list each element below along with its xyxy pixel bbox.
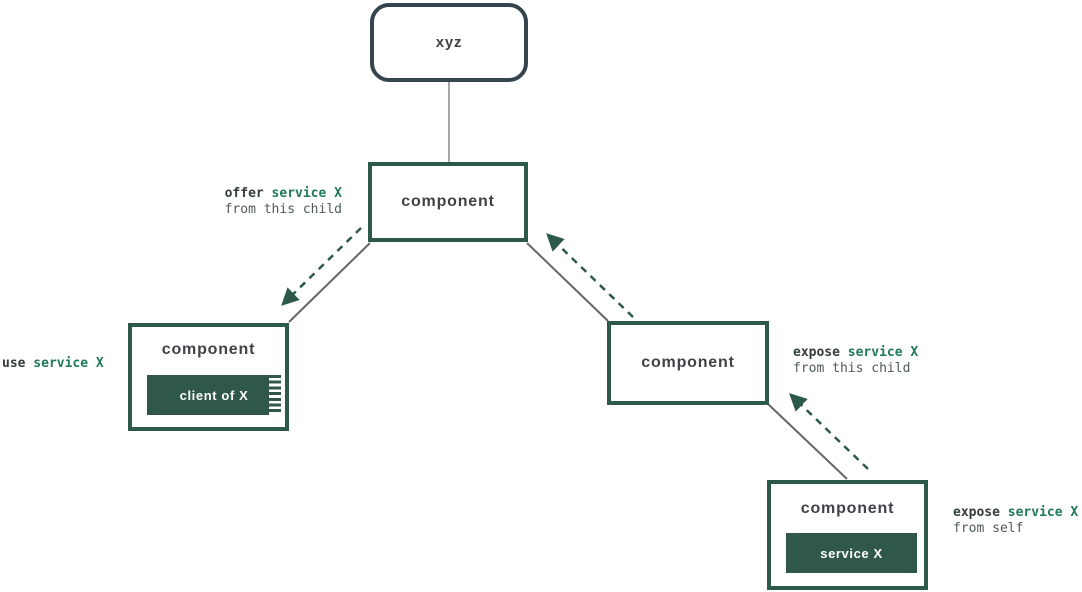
edge-parent-to-left-child <box>288 242 371 323</box>
node-parent-label: component <box>401 193 495 210</box>
expose-route-arrow-child <box>546 233 634 318</box>
node-right-child-component: component <box>607 321 769 405</box>
node-grandchild-component: component service X <box>767 480 928 590</box>
service-x-label: service X <box>820 545 883 561</box>
edge-parent-to-right-child <box>526 242 609 322</box>
expose-route-arrow-self <box>789 393 869 470</box>
node-xyz: xyz <box>370 3 528 82</box>
node-xyz-label: xyz <box>435 34 463 51</box>
client-of-x-box: client of X <box>147 375 281 415</box>
service-x-box: service X <box>786 533 917 573</box>
annotation-offer-line2: from this child <box>224 202 342 217</box>
node-grandchild-label: component <box>800 500 895 517</box>
annotation-expose-child-line2: from this child <box>793 361 911 376</box>
node-right-child-label: component <box>641 354 735 371</box>
offer-route-arrow <box>281 227 362 306</box>
node-left-child-label: component <box>161 341 256 358</box>
client-of-x-label: client of X <box>179 387 249 403</box>
node-left-child-component: component client of X <box>128 323 289 431</box>
node-parent-component: component <box>368 162 528 242</box>
edge-rightchild-to-grandchild <box>767 403 848 480</box>
client-comb-icon <box>269 375 281 415</box>
annotation-expose-self-line2: from self <box>953 521 1024 536</box>
